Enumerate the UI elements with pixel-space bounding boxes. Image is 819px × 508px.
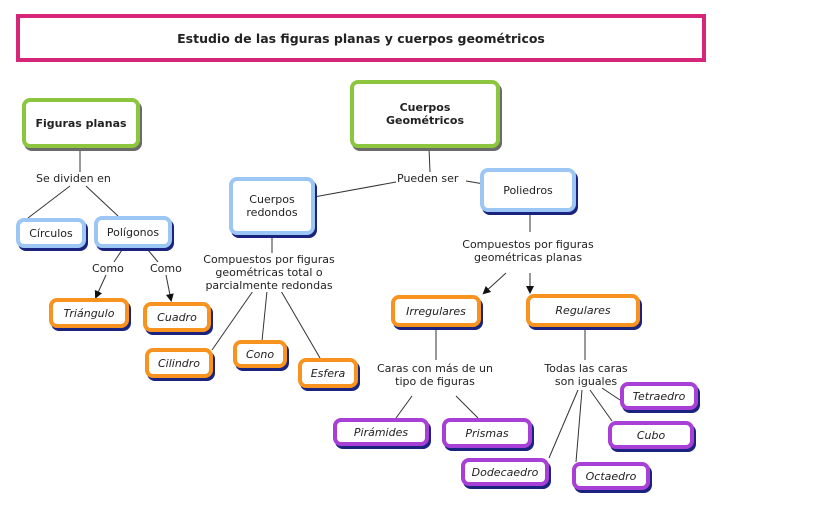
node-poligonos[interactable]: Polígonos: [94, 216, 172, 248]
link-como: Como: [92, 262, 124, 275]
node-esfera[interactable]: Esfera: [298, 358, 358, 388]
node-dodecaedro[interactable]: Dodecaedro: [461, 458, 549, 486]
connector: [601, 387, 621, 401]
connector: [261, 290, 268, 342]
connector: [94, 274, 107, 299]
node-triangulo[interactable]: Triángulo: [49, 298, 129, 328]
connector: [85, 185, 119, 217]
connector: [113, 249, 123, 263]
node-circulos[interactable]: Círculos: [16, 218, 86, 248]
connector: [280, 290, 321, 359]
connector: [165, 274, 174, 302]
connector: [211, 290, 254, 351]
connector: [482, 272, 507, 295]
connector: [395, 395, 413, 419]
node-regulares[interactable]: Regulares: [526, 294, 640, 327]
link-todas-caras-iguales: Todas las caras son iguales: [538, 362, 634, 388]
node-prismas[interactable]: Prismas: [442, 418, 532, 448]
connector: [589, 389, 613, 422]
link-como: Como: [150, 262, 182, 275]
diagram-title-box: Estudio de las figuras planas y cuerpos …: [16, 14, 706, 62]
node-cono[interactable]: Cono: [233, 340, 287, 368]
connector: [147, 249, 159, 263]
connector: [455, 395, 479, 419]
node-piramides[interactable]: Pirámides: [333, 418, 429, 446]
node-cilindro[interactable]: Cilindro: [145, 348, 213, 378]
link-pueden-ser: Pueden ser: [397, 172, 459, 185]
connector: [27, 185, 71, 219]
connector: [548, 389, 579, 459]
diagram-title: Estudio de las figuras planas y cuerpos …: [177, 30, 545, 46]
node-tetraedro[interactable]: Tetraedro: [620, 382, 698, 410]
link-se-dividen-en: Se dividen en: [36, 172, 111, 185]
connector: [575, 389, 583, 463]
node-poliedros[interactable]: Poliedros: [480, 168, 576, 212]
node-cuerpos-redondos[interactable]: Cuerpos redondos: [229, 177, 315, 235]
node-cuadro[interactable]: Cuadro: [143, 302, 211, 332]
link-compuestos-planas: Compuestos por figuras geométricas plana…: [458, 238, 598, 264]
connector: [428, 147, 431, 173]
node-irregulares[interactable]: Irregulares: [391, 295, 481, 327]
link-caras-mas-de-un-tipo: Caras con más de un tipo de figuras: [370, 362, 500, 388]
node-octaedro[interactable]: Octaedro: [572, 462, 650, 490]
node-figuras-planas[interactable]: Figuras planas: [22, 98, 140, 148]
connector: [313, 181, 397, 198]
node-cuerpos-geometricos[interactable]: Cuerpos Geométricos: [350, 80, 500, 148]
link-compuestos-redondas: Compuestos por figuras geométricas total…: [196, 253, 342, 292]
node-cubo[interactable]: Cubo: [608, 421, 694, 449]
